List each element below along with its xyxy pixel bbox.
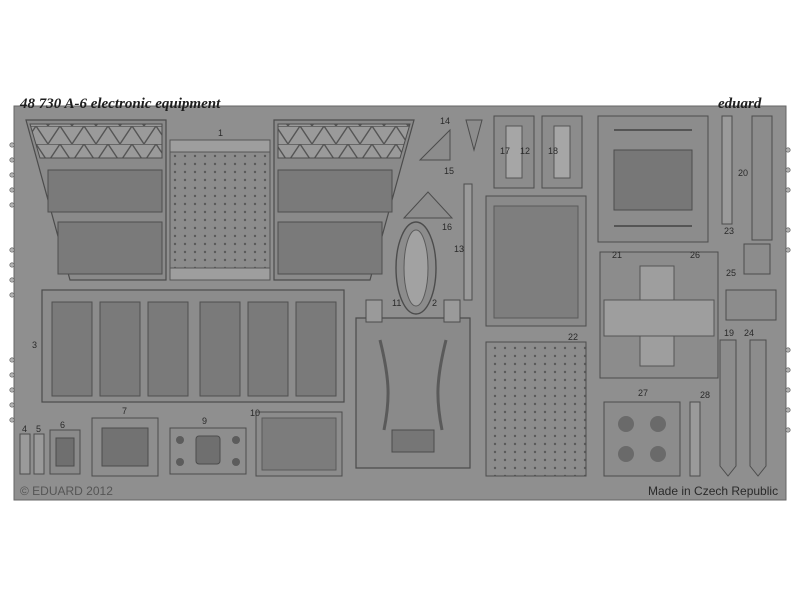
part-23-strip-b bbox=[751, 115, 773, 241]
part-number: 2 bbox=[432, 298, 438, 308]
part-number: 17 bbox=[500, 146, 511, 156]
part-3-panel-plate bbox=[41, 289, 345, 403]
part-number: 28 bbox=[700, 390, 711, 400]
part-number: 26 bbox=[690, 250, 701, 260]
part-19-tubes bbox=[719, 339, 767, 477]
part-11-oval-frame bbox=[395, 221, 437, 315]
copyright-text: © EDUARD 2012 bbox=[20, 484, 113, 498]
part-1-rack-left bbox=[25, 119, 167, 281]
part-number: 18 bbox=[548, 146, 559, 156]
part-13-strip bbox=[463, 183, 473, 301]
part-number: 13 bbox=[454, 244, 465, 254]
part-number: 9 bbox=[202, 416, 208, 426]
part-number: 1 bbox=[218, 128, 224, 138]
part-number: 3 bbox=[32, 340, 38, 350]
part-4-5-brackets bbox=[19, 433, 45, 475]
part-22-plates bbox=[485, 195, 587, 477]
part-9-plate bbox=[169, 427, 247, 475]
part-number: 14 bbox=[440, 116, 451, 126]
part-number: 6 bbox=[60, 420, 66, 430]
part-20-cabinet bbox=[597, 115, 709, 243]
part-number: 12 bbox=[520, 146, 531, 156]
part-number: 27 bbox=[638, 388, 649, 398]
part-24-25-box bbox=[725, 243, 777, 321]
part-number: 15 bbox=[444, 166, 455, 176]
sheet-title: 48 730 A-6 electronic equipment bbox=[20, 96, 221, 112]
part-2-cabinet bbox=[355, 299, 471, 469]
made-in-text: Made in Czech Republic bbox=[648, 484, 779, 498]
part-21-26-grid bbox=[599, 251, 719, 379]
part-6-box bbox=[49, 429, 81, 475]
part-23-strip-a bbox=[721, 115, 733, 225]
edge-holes-left bbox=[9, 142, 15, 423]
part-number: 5 bbox=[36, 424, 42, 434]
part-number: 10 bbox=[250, 408, 261, 418]
part-number: 20 bbox=[738, 168, 749, 178]
part-14-15-triangles bbox=[402, 119, 483, 219]
part-10-cover bbox=[255, 411, 343, 477]
part-1-rack-center bbox=[169, 139, 271, 281]
part-number: 25 bbox=[726, 268, 737, 278]
part-number: 11 bbox=[392, 298, 402, 308]
part-number: 23 bbox=[724, 226, 735, 236]
brand-logo-text: eduard bbox=[718, 96, 762, 112]
part-17-18-brackets bbox=[493, 115, 583, 189]
part-28-strip bbox=[689, 401, 701, 477]
part-number: 22 bbox=[568, 332, 579, 342]
part-number: 16 bbox=[442, 222, 453, 232]
part-1-rack-right bbox=[273, 119, 415, 281]
part-number: 21 bbox=[612, 250, 623, 260]
part-number: 19 bbox=[724, 328, 735, 338]
edge-holes-right bbox=[785, 147, 791, 433]
part-7-frame bbox=[91, 417, 159, 477]
part-number: 7 bbox=[122, 406, 128, 416]
part-27-disc-plate bbox=[603, 401, 681, 477]
part-number: 4 bbox=[22, 424, 28, 434]
part-number: 24 bbox=[744, 328, 755, 338]
